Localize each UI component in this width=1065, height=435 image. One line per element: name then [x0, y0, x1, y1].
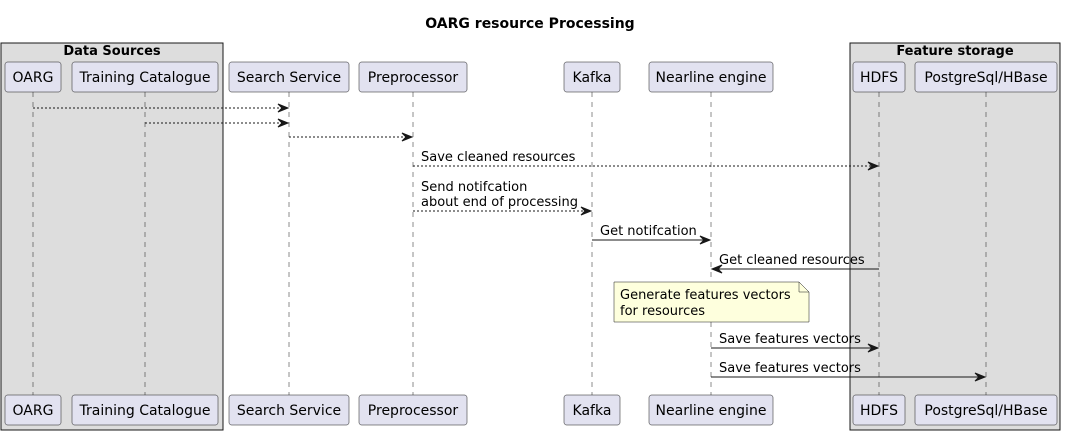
participant-box — [71, 61, 219, 93]
participant-training-catalogue-top: Training Catalogue — [71, 61, 219, 93]
participant-box — [358, 61, 468, 93]
participant-box — [228, 61, 350, 93]
arrowhead — [699, 235, 712, 245]
participant-hdfs-top: HDFS — [852, 61, 906, 93]
participant-label: Training Catalogue — [79, 403, 211, 419]
participant-box — [358, 394, 468, 426]
participant-box — [4, 61, 62, 93]
participant-box — [4, 394, 62, 426]
message-label: Save features vectors — [719, 361, 861, 376]
participant-label: PostgreSql/HBase — [924, 403, 1047, 419]
note-text: Generate features vectors — [620, 288, 791, 303]
message-nearline-engine-to-postgres-hbase: Save features vectors — [711, 361, 987, 382]
message-kafka-to-nearline-engine: Get notifcation — [592, 224, 712, 245]
participant-preprocessor-bottom: Preprocessor — [358, 394, 468, 426]
participant-label: PostgreSql/HBase — [924, 70, 1047, 86]
message-search-service-to-preprocessor — [289, 132, 414, 142]
participant-label: Nearline engine — [656, 70, 767, 86]
participant-label: OARG — [13, 403, 54, 419]
message-label: Send notifcation — [421, 180, 527, 195]
participant-nearline-engine-bottom: Nearline engine — [648, 394, 774, 426]
arrowhead — [974, 372, 987, 382]
message-label: Save features vectors — [719, 332, 861, 347]
arrowhead — [277, 118, 290, 128]
participant-label: Kafka — [573, 70, 612, 86]
participant-hdfs-bottom: HDFS — [852, 394, 906, 426]
note-text: for resources — [620, 304, 705, 319]
message-label: Get cleaned resources — [719, 253, 865, 268]
participant-search-service-bottom: Search Service — [228, 394, 350, 426]
group-box-feature-storage — [849, 42, 1061, 431]
participant-postgres-hbase-top: PostgreSql/HBase — [914, 61, 1058, 93]
group-box-data-sources — [0, 42, 224, 431]
participant-box — [648, 61, 774, 93]
participant-box — [852, 394, 906, 426]
arrowhead — [867, 161, 880, 171]
note-fold — [798, 282, 809, 293]
arrowhead — [710, 264, 723, 274]
participant-box — [71, 394, 219, 426]
message-preprocessor-to-hdfs: Save cleaned resources — [413, 150, 880, 171]
participant-label: HDFS — [860, 70, 898, 86]
participant-box — [914, 394, 1058, 426]
message-oarg-to-search-service — [33, 103, 290, 113]
participant-preprocessor-top: Preprocessor — [358, 61, 468, 93]
participant-label: HDFS — [860, 403, 898, 419]
group-title-data-sources: Data Sources — [63, 44, 161, 59]
diagram-title: OARG resource Processing — [425, 16, 634, 32]
arrowhead — [580, 206, 593, 216]
participant-search-service-top: Search Service — [228, 61, 350, 93]
participant-box — [563, 394, 621, 426]
message-label: Save cleaned resources — [421, 150, 576, 165]
arrowhead — [277, 103, 290, 113]
participant-label: Search Service — [237, 70, 341, 86]
participant-box — [648, 394, 774, 426]
participant-postgres-hbase-bottom: PostgreSql/HBase — [914, 394, 1058, 426]
participant-oarg-top: OARG — [4, 61, 62, 93]
participant-label: Search Service — [237, 403, 341, 419]
participant-box — [852, 61, 906, 93]
message-nearline-engine-to-hdfs: Save features vectors — [711, 332, 880, 353]
participant-label: Nearline engine — [656, 403, 767, 419]
group-title-feature-storage: Feature storage — [896, 44, 1014, 59]
participant-label: Training Catalogue — [79, 70, 211, 86]
participant-kafka-bottom: Kafka — [563, 394, 621, 426]
participant-kafka-top: Kafka — [563, 61, 621, 93]
participant-box — [228, 394, 350, 426]
message-hdfs-to-nearline-engine: Get cleaned resources — [710, 253, 879, 274]
note-box — [613, 281, 810, 323]
arrowhead — [867, 343, 880, 353]
participant-nearline-engine-top: Nearline engine — [648, 61, 774, 93]
message-training-catalogue-to-search-service — [145, 118, 290, 128]
participant-training-catalogue-bottom: Training Catalogue — [71, 394, 219, 426]
participant-label: Kafka — [573, 403, 612, 419]
arrowhead — [401, 132, 414, 142]
participant-label: OARG — [13, 70, 54, 86]
participant-box — [563, 61, 621, 93]
participant-label: Preprocessor — [368, 403, 459, 419]
message-label: about end of processing — [421, 195, 578, 210]
participant-box — [914, 61, 1058, 93]
message-label: Get notifcation — [600, 224, 697, 239]
participant-oarg-bottom: OARG — [4, 394, 62, 426]
participant-label: Preprocessor — [368, 70, 459, 86]
